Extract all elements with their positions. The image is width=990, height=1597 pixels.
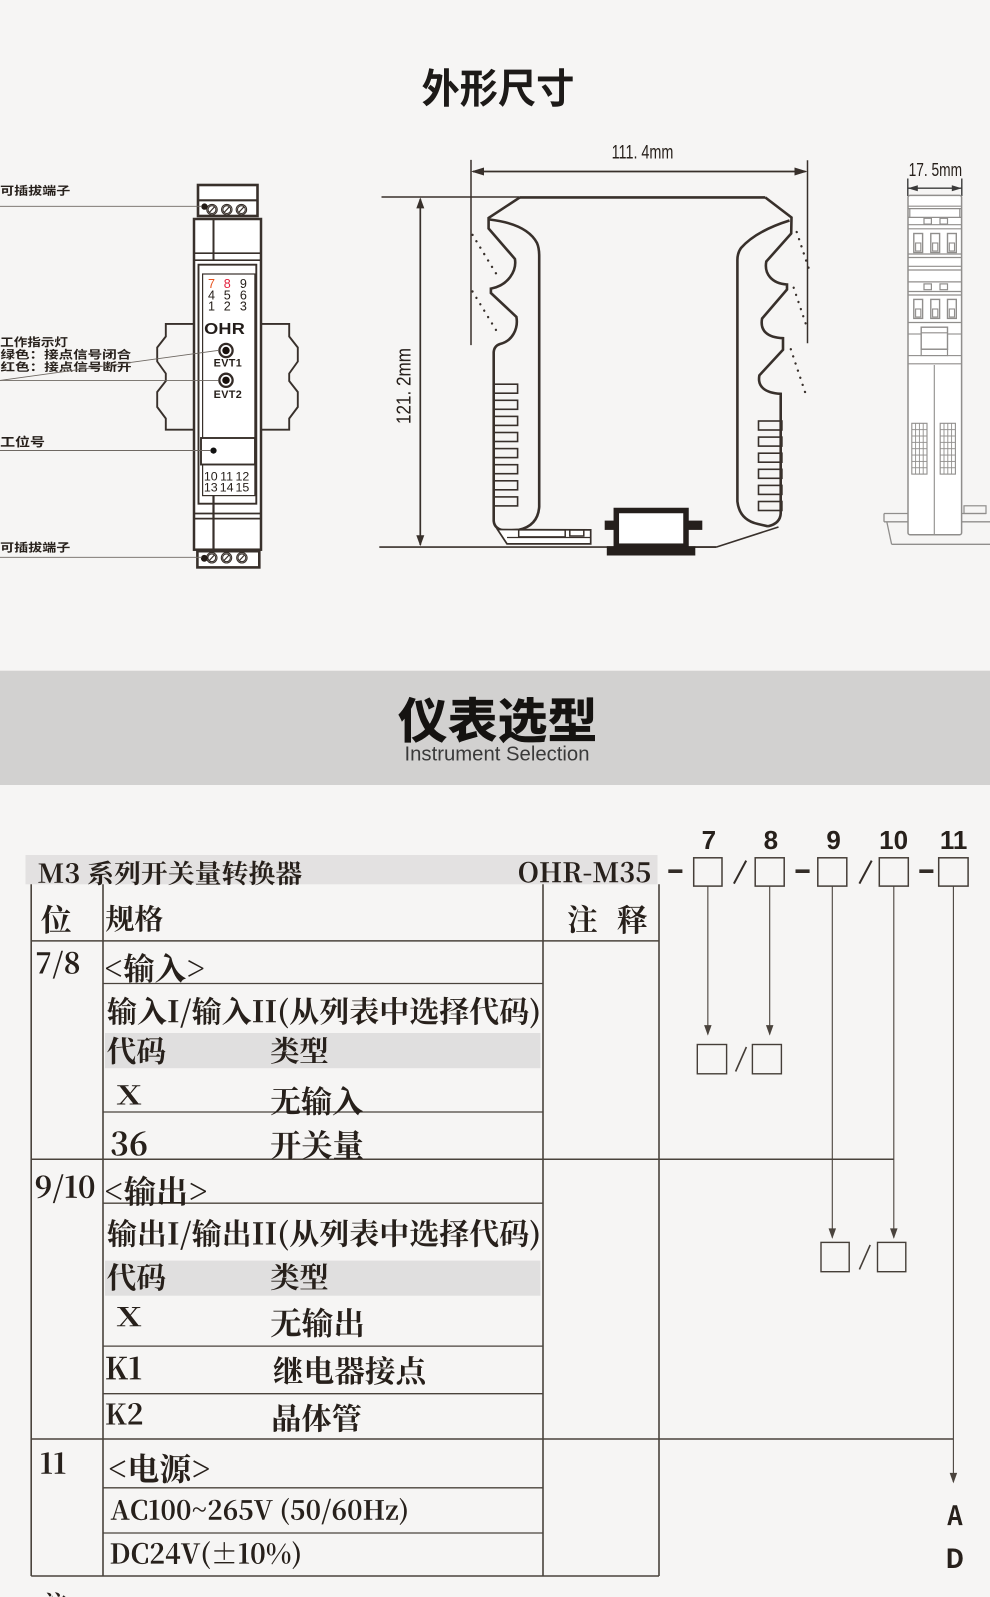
svg-text:111. 4mm: 111. 4mm: [612, 142, 674, 163]
svg-text:Instrument Selection: Instrument Selection: [405, 742, 590, 765]
svg-text:6: 6: [240, 289, 247, 303]
svg-text:13: 13: [204, 481, 218, 495]
svg-text:10: 10: [204, 469, 218, 483]
svg-text:15: 15: [236, 481, 250, 495]
svg-text:8: 8: [764, 825, 778, 855]
svg-text:4: 4: [208, 289, 215, 303]
svg-text:121. 2mm: 121. 2mm: [392, 348, 415, 424]
svg-text:11: 11: [220, 469, 233, 483]
svg-text:11: 11: [940, 825, 968, 855]
svg-text:14: 14: [220, 481, 234, 495]
svg-text:10: 10: [879, 825, 908, 855]
svg-text:9: 9: [240, 277, 247, 291]
svg-text:7: 7: [702, 825, 716, 855]
svg-text:12: 12: [236, 469, 250, 483]
svg-text:9: 9: [826, 825, 840, 855]
svg-text:7: 7: [208, 277, 215, 291]
svg-text:8: 8: [224, 277, 231, 291]
svg-text:OHR: OHR: [204, 321, 245, 338]
svg-text:EVT2: EVT2: [214, 389, 243, 401]
svg-text:3: 3: [240, 300, 247, 314]
svg-text:17. 5mm: 17. 5mm: [909, 160, 963, 180]
svg-text:5: 5: [224, 289, 231, 303]
svg-text:1: 1: [208, 300, 215, 314]
svg-text:2: 2: [224, 300, 231, 314]
svg-text:EVT1: EVT1: [214, 357, 243, 369]
